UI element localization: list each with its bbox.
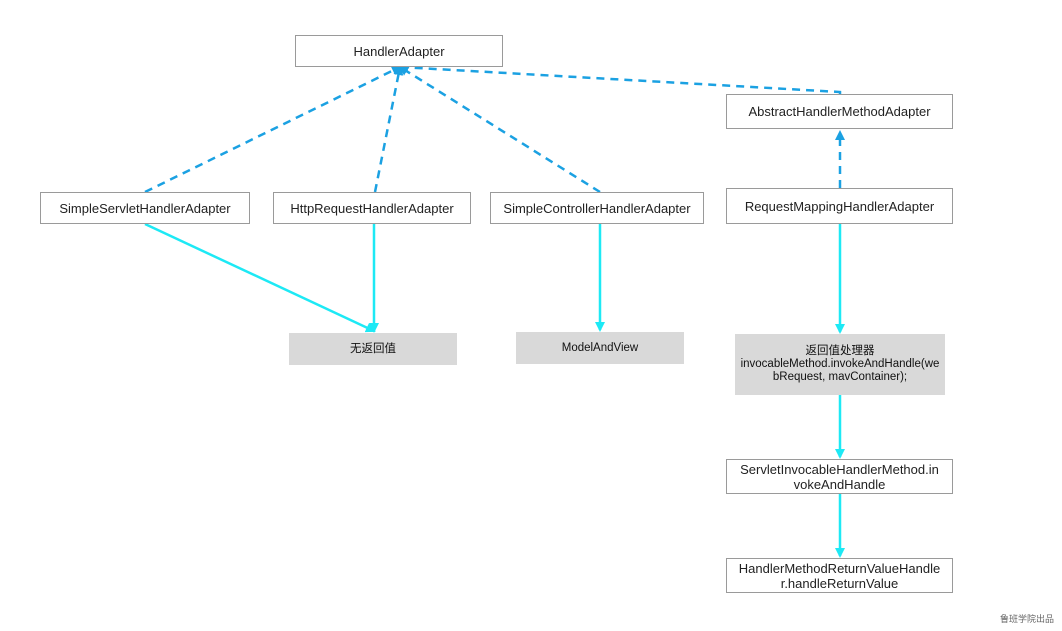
node-label: AbstractHandlerMethodAdapter [748,104,931,119]
node-handler-method-return-value-handler: HandlerMethodReturnValueHandle r.handleR… [726,558,953,593]
node-http-request-handler-adapter: HttpRequestHandlerAdapter [273,192,471,224]
node-label-line2: vokeAndHandle [793,476,886,492]
node-abstract-handler-method-adapter: AbstractHandlerMethodAdapter [726,94,953,129]
node-request-mapping-handler-adapter: RequestMappingHandlerAdapter [726,188,953,224]
node-simple-controller-handler-adapter: SimpleControllerHandlerAdapter [490,192,704,224]
edge-abstracthandler-to-handleradapter [398,62,842,94]
watermark: 鲁班学院出品 [999,614,1054,624]
node-label-line2: r.handleReturnValue [780,575,899,591]
node-label: HandlerAdapter [353,43,445,59]
node-label: ModelAndView [561,341,639,354]
node-label: HttpRequestHandlerAdapter [290,200,454,216]
node-simple-servlet-handler-adapter: SimpleServletHandlerAdapter [40,192,250,224]
edge-simpleservlet-to-noreturn [144,222,376,333]
node-label: SimpleControllerHandlerAdapter [503,200,691,216]
node-label: 无返回值 [350,342,396,355]
node-handler-adapter: HandlerAdapter [295,35,503,67]
node-return-value-processor: 返回值处理器 invocableMethod.invokeAndHandle(w… [735,334,945,395]
edge-simplecontroller-to-handleradapter [398,65,601,194]
edge-simpleservlet-to-handleradapter [144,65,402,194]
node-label: RequestMappingHandlerAdapter [744,198,935,214]
node-servlet-invocable-handler-method: ServletInvocableHandlerMethod.in vokeAnd… [726,459,953,494]
edge-httprequest-to-handleradapter [373,65,404,193]
node-label-title: 返回值处理器 [805,345,875,357]
node-label-line1: ServletInvocableHandlerMethod.in [740,461,939,477]
node-label-line1: invocableMethod.invokeAndHandle(we [740,358,940,370]
node-label-line1: HandlerMethodReturnValueHandle [738,560,941,576]
node-label-line2: bRequest, mavContainer); [772,371,908,383]
node-model-and-view: ModelAndView [516,332,684,364]
node-no-return-value: 无返回值 [289,333,457,365]
node-label: SimpleServletHandlerAdapter [59,200,231,216]
